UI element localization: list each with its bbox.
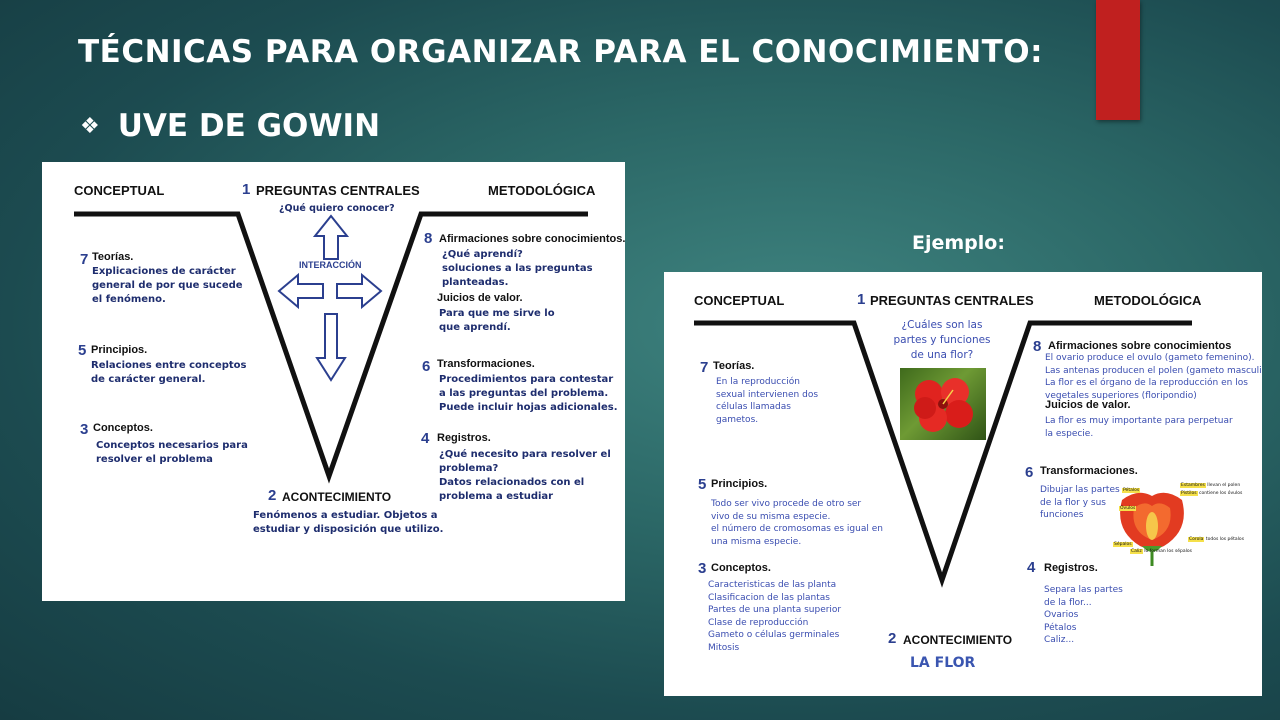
gowin-v-diagram-template: CONCEPTUAL METODOLÓGICA 1 PREGUNTAS CENT… — [42, 162, 625, 601]
gowin-v-diagram-example: CONCEPTUAL METODOLÓGICA 1 PREGUNTAS CENT… — [664, 272, 1262, 696]
conceptos-head-example: Conceptos. — [711, 562, 771, 574]
juicios-body: Para que me sirve lo que aprendí. — [439, 308, 555, 333]
registros-body: ¿Qué necesito para resolver el problema?… — [439, 449, 611, 502]
principios-number-example: 5 — [698, 476, 707, 493]
principios-head-example: Principios. — [711, 478, 768, 490]
interaccion-label: INTERACCIÓN — [299, 260, 362, 270]
v-shape-line-example — [694, 320, 1192, 588]
conceptos-body: Conceptos necesarios para resolver el pr… — [96, 440, 248, 465]
preguntas-number: 1 — [242, 181, 251, 198]
teorias-number: 7 — [80, 251, 89, 268]
transformaciones-number-example: 6 — [1025, 464, 1034, 481]
conceptos-body-example: Caracteristicas de las planta Clasificac… — [708, 580, 842, 653]
acontecimiento-number-example: 2 — [888, 630, 897, 647]
v-diagram-lines — [74, 211, 588, 484]
subtitle-text: UVE DE GOWIN — [117, 108, 381, 144]
registros-number-example: 4 — [1027, 559, 1036, 576]
teorias-number-example: 7 — [700, 359, 709, 376]
juicios-body-example: La flor es muy importante para perpetuar… — [1045, 416, 1233, 439]
preguntas-body-example: ¿Cuáles son las partes y funciones de un… — [893, 319, 991, 361]
flower-label-ovulos: Ovulos — [1119, 506, 1137, 511]
afirmaciones-number: 8 — [424, 230, 433, 247]
flower-label-pistilos: Pistilos contiene los óvulos — [1180, 491, 1243, 496]
arrow-left-icon — [277, 272, 324, 310]
transformaciones-head: Transformaciones. — [437, 358, 535, 370]
preguntas-body: ¿Qué quiero conocer? — [279, 203, 395, 214]
acontecimiento-body-example: LA FLOR — [910, 655, 976, 671]
afirmaciones-head-example: Afirmaciones sobre conocimientos — [1048, 340, 1232, 352]
arrow-right-icon — [336, 272, 383, 310]
flower-label-petalos: Pétalos — [1122, 488, 1141, 493]
teorias-head-example: Teorías. — [713, 360, 755, 372]
slide-subtitle: ❖ UVE DE GOWIN — [80, 108, 380, 144]
teorias-body: Explicaciones de carácter general de por… — [92, 266, 243, 305]
juicios-head-example: Juicios de valor. — [1045, 399, 1131, 411]
v-shape-line — [74, 211, 588, 484]
teorias-body-example: En la reproducción sexual intervienen do… — [716, 377, 819, 425]
flower-label-estambres: Estambres llevan el polen — [1180, 483, 1241, 488]
principios-head: Principios. — [91, 344, 148, 356]
metodologica-header: METODOLÓGICA — [488, 183, 596, 198]
principios-number: 5 — [78, 342, 87, 359]
flower-label-corola: Corola todos los pétalos — [1188, 537, 1245, 542]
afirmaciones-body-example: El ovario produce el ovulo (gameto femen… — [1045, 353, 1262, 401]
transformaciones-body-example: Dibujar las partes de la flor y sus func… — [1040, 485, 1120, 520]
slide-title: TÉCNICAS PARA ORGANIZAR PARA EL CONOCIMI… — [78, 34, 1044, 70]
registros-head: Registros. — [437, 432, 491, 444]
conceptual-header: CONCEPTUAL — [74, 183, 165, 198]
teorias-head: Teorías. — [92, 251, 134, 263]
flower-label-caliz: Caliz lo forman los sépalos — [1130, 549, 1193, 554]
registros-number: 4 — [421, 430, 430, 447]
interaction-arrows-icon — [277, 214, 383, 382]
flower-photo-frame — [900, 368, 986, 440]
registros-head-example: Registros. — [1044, 562, 1098, 574]
flower-label-sepalos: Sépalos — [1113, 542, 1133, 547]
preguntas-number-example: 1 — [857, 291, 866, 308]
accent-bar — [1096, 0, 1140, 120]
conceptos-number: 3 — [80, 421, 89, 438]
conceptual-header-example: CONCEPTUAL — [694, 293, 785, 308]
flower-parts-diagram — [1120, 492, 1184, 566]
acontecimiento-body: Fenómenos a estudiar. Objetos a estudiar… — [253, 510, 444, 535]
afirmaciones-number-example: 8 — [1033, 338, 1042, 355]
preguntas-header: PREGUNTAS CENTRALES — [256, 183, 420, 198]
arrow-up-icon — [312, 214, 350, 260]
preguntas-header-example: PREGUNTAS CENTRALES — [870, 293, 1034, 308]
conceptos-number-example: 3 — [698, 560, 707, 577]
transformaciones-number: 6 — [422, 358, 431, 375]
principios-body-example: Todo ser vivo procede de otro ser vivo d… — [711, 499, 883, 547]
example-label: Ejemplo: — [912, 232, 1005, 254]
metodologica-header-example: METODOLÓGICA — [1094, 293, 1202, 308]
juicios-head: Juicios de valor. — [437, 292, 523, 304]
acontecimiento-header: ACONTECIMIENTO — [282, 490, 392, 504]
afirmaciones-head: Afirmaciones sobre conocimientos. — [439, 233, 625, 245]
afirmaciones-body: ¿Qué aprendí? soluciones a las preguntas… — [442, 249, 593, 288]
diamond-bullet-icon: ❖ — [80, 113, 100, 139]
conceptos-head: Conceptos. — [93, 422, 153, 434]
acontecimiento-header-example: ACONTECIMIENTO — [903, 633, 1013, 647]
arrow-down-icon — [315, 313, 347, 382]
transformaciones-head-example: Transformaciones. — [1040, 465, 1138, 477]
principios-body: Relaciones entre conceptos de carácter g… — [91, 360, 247, 385]
acontecimiento-number: 2 — [268, 487, 277, 504]
transformaciones-body: Procedimientos para contestar a las preg… — [439, 374, 618, 413]
registros-body-example: Separa las partes de la flor... Ovarios … — [1044, 585, 1123, 645]
